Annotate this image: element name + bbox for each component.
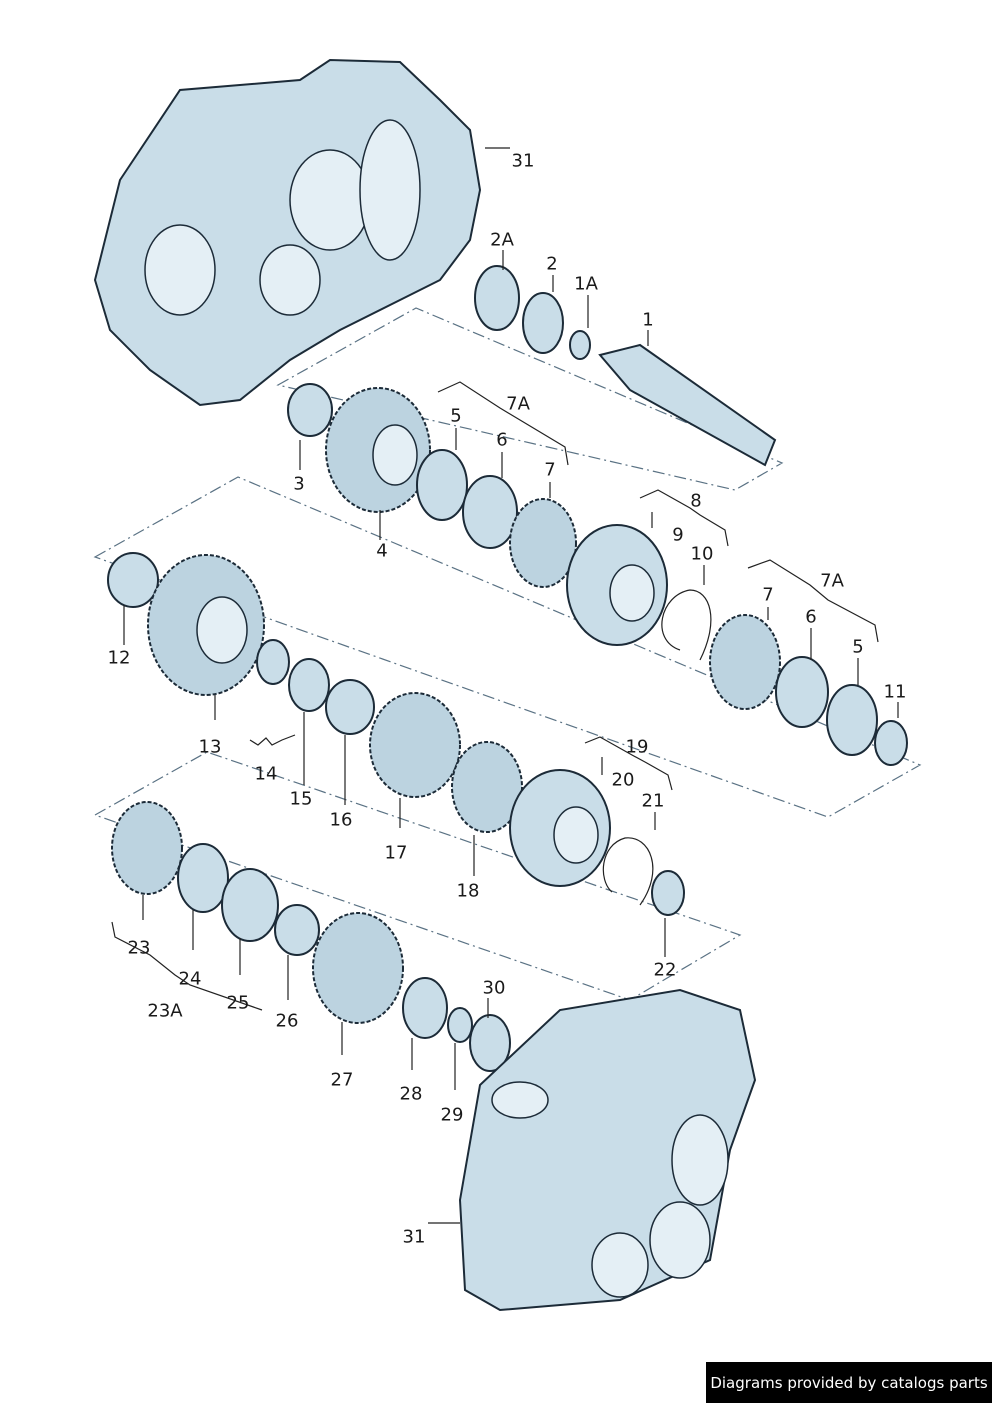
callout-22[interactable]: 22 (653, 959, 677, 981)
callout-4[interactable]: 4 (376, 540, 388, 562)
part-1-input-shaft (598, 343, 777, 467)
part-11-circlip (874, 720, 908, 766)
leader-lines (111, 147, 899, 1224)
callout-13[interactable]: 13 (198, 736, 222, 758)
callout-17[interactable]: 17 (384, 842, 408, 864)
callout-28[interactable]: 28 (399, 1083, 423, 1105)
part-21-spring (602, 837, 654, 906)
part-2-bearing (522, 292, 564, 354)
callout-10[interactable]: 10 (690, 543, 714, 565)
part-7-synchro-ring-b (709, 614, 781, 710)
callout-25[interactable]: 25 (226, 992, 250, 1014)
part-10-spring (661, 589, 712, 661)
callout-5-right[interactable]: 5 (852, 636, 864, 658)
callout-21[interactable]: 21 (641, 790, 665, 812)
callout-31-bottom[interactable]: 31 (402, 1226, 426, 1248)
part-25-ring (221, 868, 279, 942)
part-23-synchro-ring (111, 801, 183, 895)
callout-27[interactable]: 27 (330, 1069, 354, 1091)
part-28-bearing (402, 977, 448, 1039)
callout-1A[interactable]: 1A (574, 273, 598, 295)
part-2A-plate (474, 265, 520, 331)
callout-7-top[interactable]: 7 (544, 459, 556, 481)
part-7-synchro-ring (509, 498, 577, 588)
callout-16[interactable]: 16 (329, 809, 353, 831)
group-frame-input-shaft (276, 307, 784, 491)
callout-1[interactable]: 1 (642, 309, 654, 331)
callout-31-top[interactable]: 31 (511, 150, 535, 172)
group-frame-output-shaft-2 (93, 751, 742, 1001)
callout-23A[interactable]: 23A (147, 1000, 183, 1022)
callout-2[interactable]: 2 (546, 253, 558, 275)
callout-3[interactable]: 3 (293, 473, 305, 495)
part-16-needle-bearing (325, 679, 375, 735)
part-22-circlip (651, 870, 685, 916)
part-15-ring (288, 658, 330, 712)
group-frame-output-shaft-1 (93, 476, 922, 818)
callout-11[interactable]: 11 (883, 681, 907, 703)
transmission-housing-top (93, 58, 482, 407)
callout-12[interactable]: 12 (107, 647, 131, 669)
callout-24[interactable]: 24 (178, 968, 202, 990)
callout-23[interactable]: 23 (127, 937, 151, 959)
part-14-circlip (256, 639, 290, 685)
part-27-gear (312, 912, 404, 1024)
part-5-ring (416, 449, 468, 521)
callout-18[interactable]: 18 (456, 880, 480, 902)
callout-6-right[interactable]: 6 (805, 606, 817, 628)
callout-15[interactable]: 15 (289, 788, 313, 810)
callout-7A-top[interactable]: 7A (506, 393, 530, 415)
callout-29[interactable]: 29 (440, 1104, 464, 1126)
callout-7A-right[interactable]: 7A (820, 570, 844, 592)
part-26-needle-bearing (274, 904, 320, 956)
part-29-circlip (447, 1007, 473, 1043)
callout-26[interactable]: 26 (275, 1010, 299, 1032)
part-1A-ring (569, 330, 591, 360)
part-3-needle-bearing (287, 383, 333, 437)
callout-30[interactable]: 30 (482, 977, 506, 999)
callout-14[interactable]: 14 (254, 763, 278, 785)
callout-8[interactable]: 8 (690, 490, 702, 512)
part-12-needle-bearing (107, 552, 159, 608)
callout-9[interactable]: 9 (672, 524, 684, 546)
part-5-ring-b (826, 684, 878, 756)
part-18-synchro-ring (451, 741, 523, 833)
part-30-ring (469, 1014, 511, 1072)
part-24-ring (177, 843, 229, 913)
callout-19[interactable]: 19 (625, 736, 649, 758)
footer-credit: Diagrams provided by catalogs parts (706, 1362, 992, 1403)
part-17-gear (369, 692, 461, 798)
callout-5-top[interactable]: 5 (450, 405, 462, 427)
transmission-housing-bottom (458, 988, 757, 1312)
callout-6-top[interactable]: 6 (496, 429, 508, 451)
callout-2A[interactable]: 2A (490, 229, 514, 251)
part-6-ring-b (775, 656, 829, 728)
callout-7-right[interactable]: 7 (762, 584, 774, 606)
callout-20[interactable]: 20 (611, 769, 635, 791)
part-6-ring (462, 475, 518, 549)
